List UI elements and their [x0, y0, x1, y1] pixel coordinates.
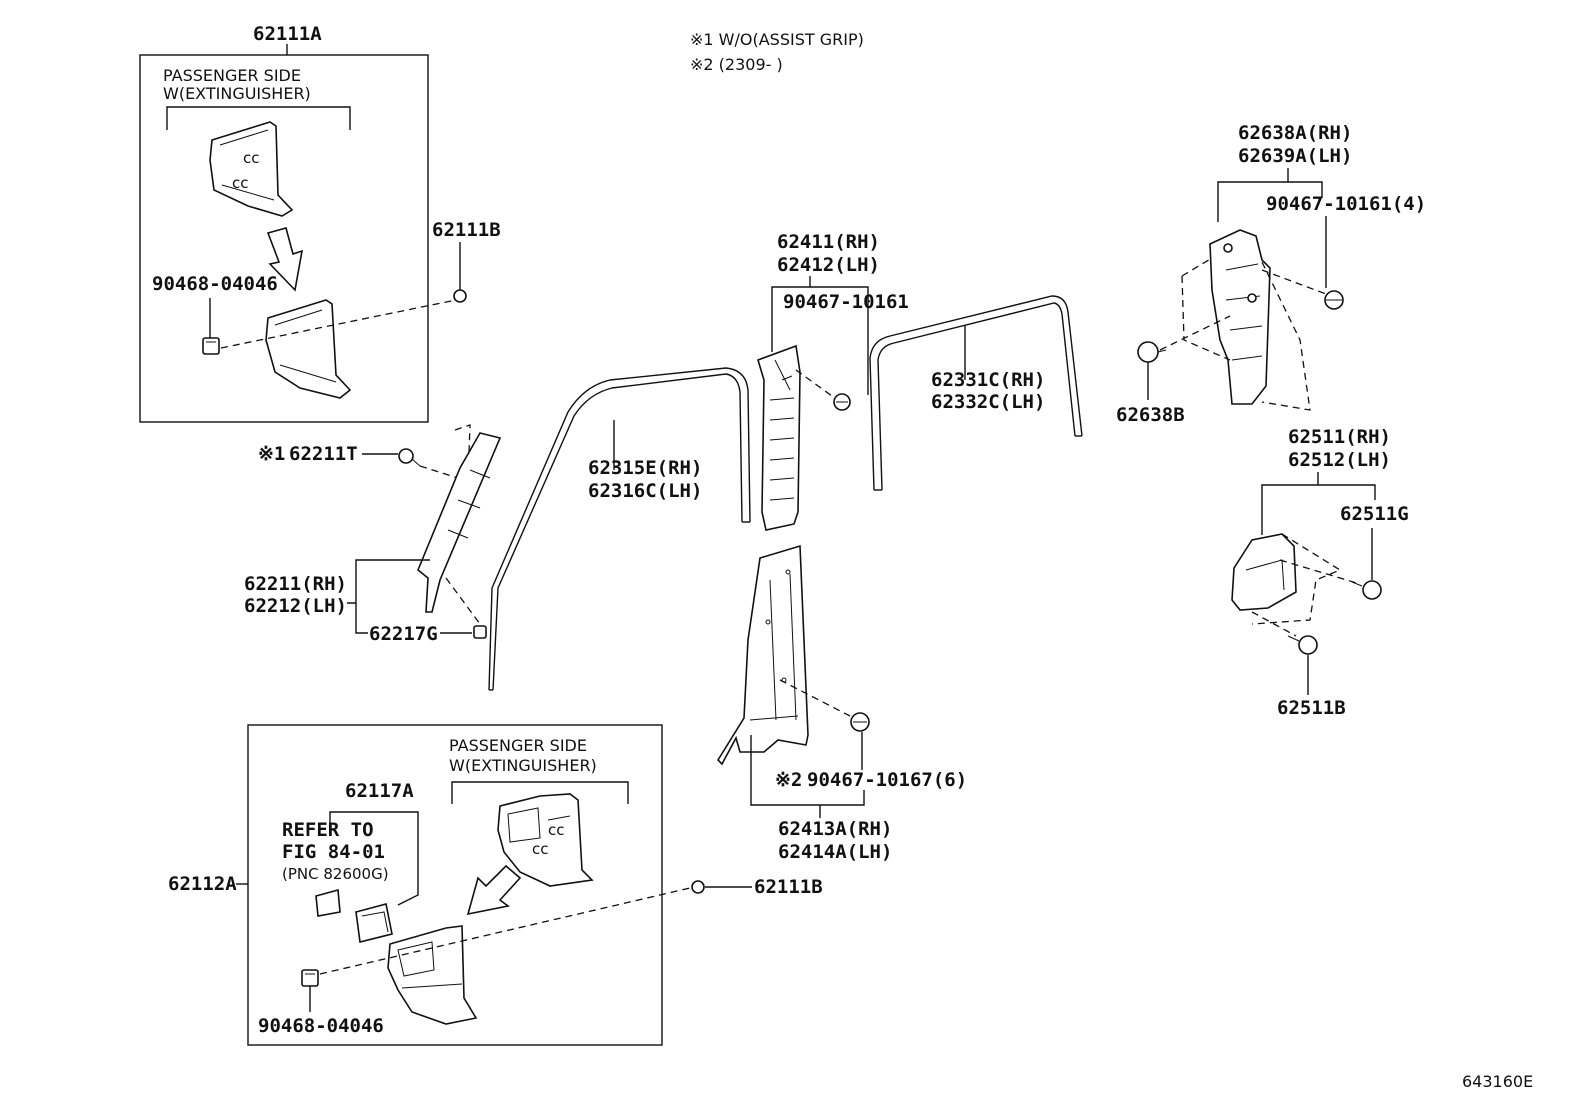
label-62111B-top[interactable]: 62111B	[432, 219, 501, 241]
part-reference-82600G[interactable]	[315, 888, 341, 917]
note-assist-grip: ※1 W/O(ASSIST GRIP)	[690, 30, 864, 49]
label-62638B[interactable]: 62638B	[1116, 404, 1185, 426]
lower-box-group: 62112A PASSENGER SIDE W(EXTINGUISHER) 62…	[168, 724, 691, 1046]
arrow-down-icon	[266, 227, 304, 292]
svg-text:cc: cc	[532, 840, 549, 858]
part-62111A-extinguisher[interactable]: cc cc	[209, 121, 294, 217]
grip-cover-62211T-icon[interactable]	[398, 448, 421, 467]
upper-variant-line1: PASSENGER SIDE	[163, 66, 301, 85]
lower-variant-box	[247, 724, 663, 1046]
refer-line2: FIG 84-01	[282, 841, 385, 863]
part-62111A-base[interactable]	[265, 299, 352, 399]
arrow-diagonal-icon	[466, 864, 522, 916]
label-62117A[interactable]: 62117A	[345, 780, 414, 802]
fastener-62511G-icon[interactable]	[1351, 580, 1382, 600]
label-90467-10167[interactable]: 90467-10167(6)	[807, 769, 967, 791]
label-62212[interactable]: 62212(LH)	[244, 595, 347, 617]
cap-62638B-icon[interactable]	[1137, 341, 1167, 363]
clip-62111B-top-icon[interactable]	[453, 289, 467, 303]
lower-variant-line2: W(EXTINGUISHER)	[449, 756, 597, 775]
svg-text:cc: cc	[243, 149, 260, 167]
label-62414A[interactable]: 62414A(LH)	[778, 841, 892, 863]
clip-90467-10161-icon[interactable]	[833, 393, 851, 411]
part-62331C-weatherstrip[interactable]	[869, 295, 1083, 491]
figure-id: 643160E	[1462, 1072, 1533, 1091]
label-62512[interactable]: 62512(LH)	[1288, 449, 1391, 471]
svg-text:cc: cc	[232, 174, 249, 192]
label-62111B-bottom[interactable]: 62111B	[754, 876, 823, 898]
label-90468-04046-lower[interactable]: 90468-04046	[258, 1015, 384, 1037]
svg-text:cc: cc	[548, 821, 565, 839]
label-62511[interactable]: 62511(RH)	[1288, 426, 1391, 448]
part-62211-pillar[interactable]	[417, 432, 502, 613]
label-62331C[interactable]: 62331C(RH)	[931, 369, 1045, 391]
refer-line3: (PNC 82600G)	[282, 865, 389, 883]
part-62511-cover[interactable]	[1231, 533, 1297, 611]
lower-variant-line1: PASSENGER SIDE	[449, 736, 587, 755]
label-62217G[interactable]: 62217G	[369, 623, 438, 645]
label-62111A[interactable]: 62111A	[253, 23, 322, 45]
label-62511B[interactable]: 62511B	[1277, 697, 1346, 719]
label-90467-10167-mark: ※2	[775, 769, 802, 791]
label-62315E[interactable]: 62315E(RH)	[588, 457, 702, 479]
label-62638A[interactable]: 62638A(RH)	[1238, 122, 1352, 144]
part-62112A-extinguisher[interactable]: cc cc	[497, 793, 594, 887]
clip-90468-04046-lower-icon[interactable]	[301, 969, 319, 987]
label-62112A[interactable]: 62112A	[168, 873, 237, 895]
label-62211T[interactable]: 62211T	[289, 443, 358, 465]
label-62332C[interactable]: 62332C(LH)	[931, 391, 1045, 413]
label-62211T-mark: ※1	[258, 443, 285, 465]
note-date-range: ※2 (2309- )	[690, 55, 783, 74]
part-62315E-weatherstrip[interactable]	[488, 367, 751, 691]
part-62411-b-pillar-upper[interactable]	[757, 344, 801, 531]
label-62413A[interactable]: 62413A(RH)	[778, 818, 892, 840]
upper-variant-box	[139, 54, 429, 423]
clip-90467-10167-icon[interactable]	[850, 712, 870, 732]
part-62413A-b-pillar-lower[interactable]	[716, 544, 809, 766]
label-90468-04046-upper[interactable]: 90468-04046	[152, 273, 278, 295]
refer-line1: REFER TO	[282, 819, 374, 841]
upper-box-group: 62111A PASSENGER SIDE W(EXTINGUISHER) cc…	[139, 23, 457, 423]
part-62638A-quarter-trim[interactable]	[1209, 229, 1271, 405]
label-62411[interactable]: 62411(RH)	[777, 231, 880, 253]
fastener-62511B-icon[interactable]	[1287, 635, 1318, 655]
label-62511G[interactable]: 62511G	[1340, 503, 1409, 525]
upper-variant-line2: W(EXTINGUISHER)	[163, 84, 311, 103]
label-62639A[interactable]: 62639A(LH)	[1238, 145, 1352, 167]
label-90467-10161-4[interactable]: 90467-10161(4)	[1266, 193, 1426, 215]
part-62112A-base[interactable]	[387, 925, 478, 1025]
label-62316C[interactable]: 62316C(LH)	[588, 480, 702, 502]
label-90467-10161[interactable]: 90467-10161	[783, 291, 909, 313]
clip-90468-04046-upper-icon[interactable]	[202, 337, 220, 355]
clip-90467-10161-4-icon[interactable]	[1324, 290, 1344, 310]
clip-62217G-icon[interactable]	[473, 625, 487, 639]
part-62117A-bracket[interactable]	[355, 903, 393, 943]
label-62412[interactable]: 62412(LH)	[777, 254, 880, 276]
clip-62111B-bottom-icon[interactable]	[691, 880, 705, 894]
label-62211[interactable]: 62211(RH)	[244, 573, 347, 595]
